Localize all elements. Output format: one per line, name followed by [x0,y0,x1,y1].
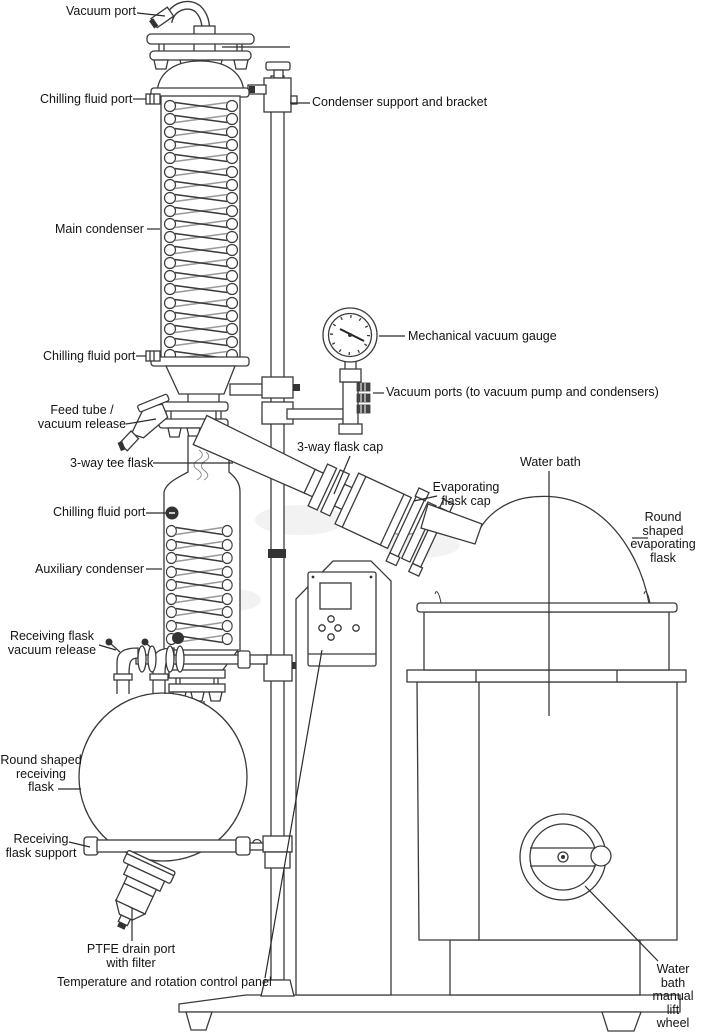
label-temperature-control: Temperature and rotation control panel [57,975,272,989]
evaporating-flask-cap-ring[interactable] [389,495,426,558]
chilling-port-mid[interactable] [145,350,161,362]
gauge-mount-arm [286,408,347,420]
condenser-cap-flange [146,33,255,45]
lift-wheel[interactable] [519,813,612,901]
gauge-hex-fitting [339,368,362,383]
label-round-receiving-flask: Round shaped receiving flask [0,753,82,794]
bath-flange [406,669,687,683]
drive-housing [295,560,392,996]
label-auxiliary-condenser: Auxiliary condenser [35,562,145,576]
chilling-port-top[interactable] [145,93,161,105]
base-platform [178,994,681,1032]
base-foot-left [185,1011,213,1031]
feed-tube-vacuum-release[interactable] [107,393,181,453]
label-round-evaporating-flask: Round shaped evaporating flask [630,510,696,565]
condenser-bracket [263,77,292,113]
lift-wheel-handle[interactable] [590,845,612,867]
main-condenser [145,0,255,438]
bracket-knob[interactable] [265,61,291,71]
label-vacuum-port: Vacuum port [66,4,136,18]
leader-lines [58,12,659,979]
label-three-way-tee-flask: 3-way tee flask [70,456,154,470]
vacuum-port-nozzle[interactable] [148,6,175,29]
aux-lower-port[interactable] [172,632,184,644]
chilling-port-aux[interactable] [165,506,179,520]
label-ptfe-drain-port: PTFE drain port with filter [86,942,176,970]
water-bath-pot [423,611,670,671]
label-chilling-fluid-port-aux: Chilling fluid port [53,505,146,519]
gauge-ticks [330,315,370,355]
mechanical-vacuum-gauge [322,307,378,363]
evaporating-flask-neck [420,503,483,545]
label-receiving-flask-support: Receiving flask support [5,832,77,860]
label-main-condenser: Main condenser [55,222,144,236]
pole-foot [260,979,295,997]
bath-lower-housing [449,939,641,996]
label-water-bath-lift-wheel: Water bath manual lift wheel [652,962,694,1030]
pole-collar [268,549,286,558]
label-mechanical-vacuum-gauge: Mechanical vacuum gauge [408,329,557,343]
condenser-bottom-flange [158,401,229,412]
bath-cabinet [416,681,678,941]
label-chilling-fluid-port-top: Chilling fluid port [40,92,133,106]
pole-clamp-c [263,654,293,682]
label-three-way-flask-cap: 3-way flask cap [297,440,384,454]
pole-clamp-a [261,376,294,399]
drive-drum [334,472,413,550]
label-receiving-flask-vacuum-release: Receiving flask vacuum release [7,629,97,657]
aux-bottom-flange [168,669,226,679]
vacuum-gauge-assembly [286,307,378,435]
label-vacuum-ports: Vacuum ports (to vacuum pump and condens… [386,385,659,399]
label-evaporating-flask-cap: Evaporating flask cap [432,480,500,508]
ptfe-drain-port[interactable] [97,850,176,939]
receiving-flask-vacuum-release-valves[interactable] [105,638,268,695]
control-panel-buttons[interactable] [318,615,360,641]
receiving-flask-group [78,638,268,939]
label-water-bath: Water bath [520,455,581,469]
gauge-tube [342,381,359,431]
vacuum-port-stubs[interactable] [356,382,371,414]
tee-and-auxiliary-condenser [163,435,241,712]
receiving-flask-support-bar [96,839,237,853]
lower-bracket-arm [229,383,264,396]
support-pole [229,61,300,997]
receiving-flask [78,692,248,862]
base-foot-right [601,1011,642,1032]
label-condenser-support: Condenser support and bracket [312,95,488,109]
three-way-flask-cap-ring[interactable] [307,463,338,511]
control-panel-screen [319,582,352,610]
bath-rim [416,602,678,613]
label-feed-tube: Feed tube / vacuum release [37,403,127,431]
label-chilling-fluid-port-mid: Chilling fluid port [43,349,136,363]
water-bath-unit [406,591,687,996]
condenser-dome [156,60,245,96]
